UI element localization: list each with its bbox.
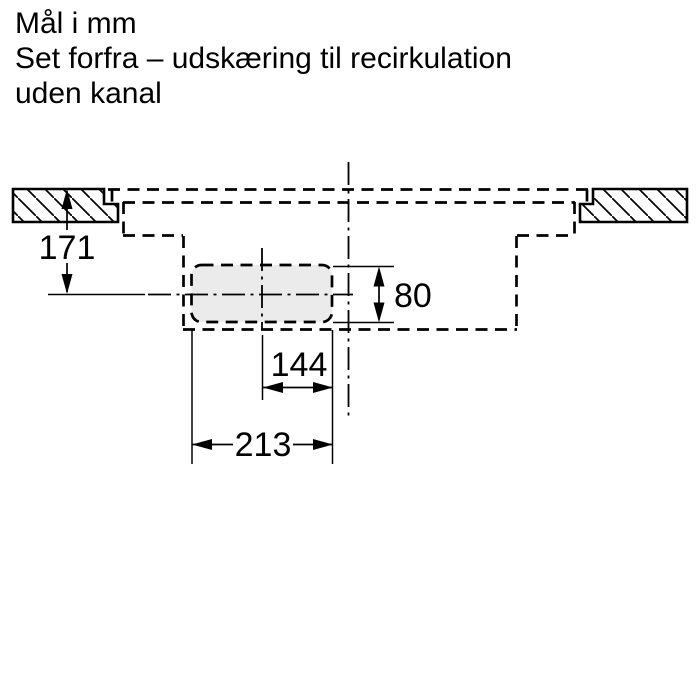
dim-171-arrow-up <box>61 189 73 209</box>
dim-80-arrow-up <box>373 266 385 287</box>
dim-171-label: 171 <box>39 229 96 267</box>
drawing-title: Mål i mm Set forfra – udskæring til reci… <box>15 6 512 111</box>
dim-213-label-bg <box>233 428 293 461</box>
hob-glass-side-edges-dashed <box>110 189 589 203</box>
dimension-171: 171 <box>39 189 145 296</box>
dim-171-arrow-down <box>61 274 73 294</box>
dim-80-extension-lines <box>333 265 394 324</box>
dim-144-label: 144 <box>271 346 328 384</box>
right-worktop-section <box>578 187 689 224</box>
dimension-80: 80 <box>333 265 432 324</box>
duct-housing-sides-dashed <box>182 236 518 330</box>
title-view-line-1: Set forfra – udskæring til recirkulation <box>15 42 512 75</box>
dim-213-label: 213 <box>235 426 292 464</box>
dim-213-arrow-right <box>313 439 333 450</box>
dimension-213: 213 <box>191 330 333 464</box>
dim-80-label: 80 <box>394 277 432 315</box>
dim-144-arrow-right <box>313 382 333 393</box>
dim-171-label-bg <box>41 230 93 263</box>
title-view-line-2: uden kanal <box>15 77 162 110</box>
dim-213-arrow-left <box>192 439 212 450</box>
title-units-line: Mål i mm <box>15 7 137 40</box>
hob-body-sides-dashed <box>122 202 576 236</box>
dim-144-arrow-left <box>263 382 283 393</box>
dimension-144: 144 <box>261 330 334 464</box>
dim-80-arrow-down <box>373 302 385 323</box>
